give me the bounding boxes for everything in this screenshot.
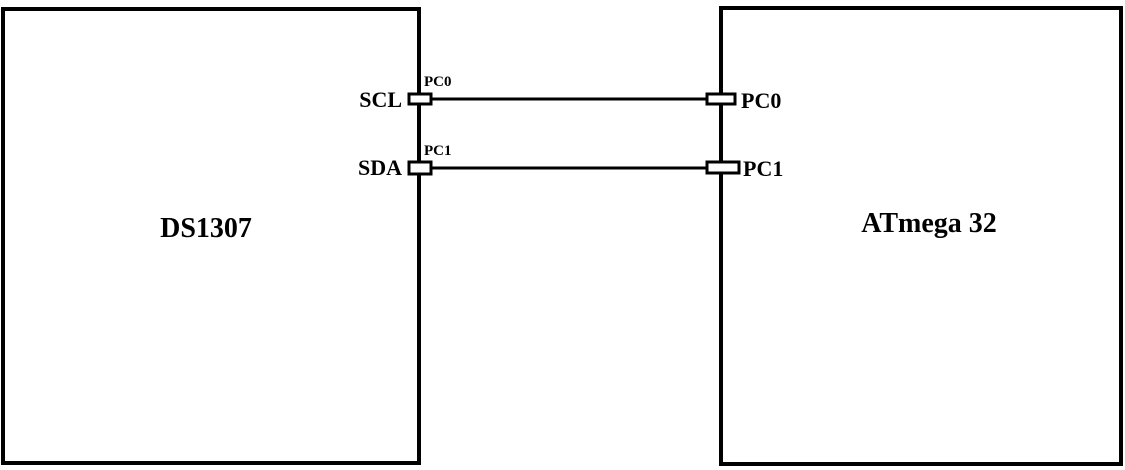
ds1307-pin-label-sda: SDA bbox=[358, 155, 402, 180]
ds1307-chip-title: DS1307 bbox=[160, 213, 252, 244]
ds1307-net-label-pc1: PC1 bbox=[424, 143, 452, 159]
ds1307-chip: DS1307 SCL SDA PC0 PC1 bbox=[1, 7, 452, 465]
ds1307-net-label-pc0: PC0 bbox=[424, 74, 452, 90]
ds1307-sda-pin bbox=[407, 160, 433, 176]
atmega32-pin-label-pc0: PC0 bbox=[741, 88, 781, 113]
ds1307-pin-label-scl: SCL bbox=[359, 87, 402, 112]
ds1307-scl-pin bbox=[407, 92, 433, 106]
atmega32-chip: ATmega 32 PC0 PC1 bbox=[705, 6, 1123, 466]
atmega32-pin-label-pc1: PC1 bbox=[743, 156, 783, 181]
atmega32-pc0-pin bbox=[705, 92, 737, 106]
atmega32-pc1-pin bbox=[705, 160, 741, 175]
atmega32-chip-title: ATmega 32 bbox=[861, 208, 997, 239]
ds1307-chip-body bbox=[1, 7, 421, 465]
atmega32-chip-body bbox=[719, 6, 1123, 466]
